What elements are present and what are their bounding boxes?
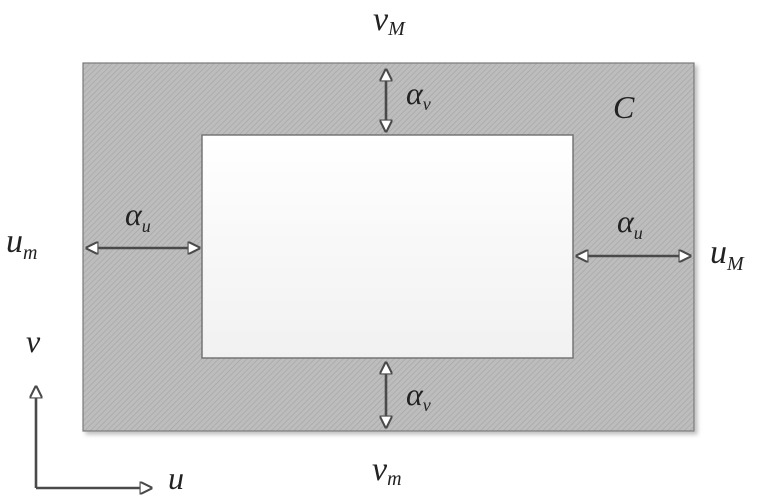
label-alpha-v-bottom: αv	[406, 376, 431, 415]
label-u-right: uM	[710, 234, 745, 275]
inner-region	[201, 134, 574, 359]
label-alpha-u-right: αu	[617, 203, 643, 243]
label-region-c: C	[613, 89, 635, 125]
label-axis-v: v	[26, 323, 41, 359]
label-u-left: um	[6, 223, 37, 264]
label-alpha-u-left: αu	[125, 196, 151, 236]
label-axis-u: u	[168, 460, 184, 496]
label-v-bottom: vm	[372, 451, 402, 490]
label-alpha-v-top: αv	[406, 75, 431, 114]
label-v-top: vM	[373, 1, 406, 40]
